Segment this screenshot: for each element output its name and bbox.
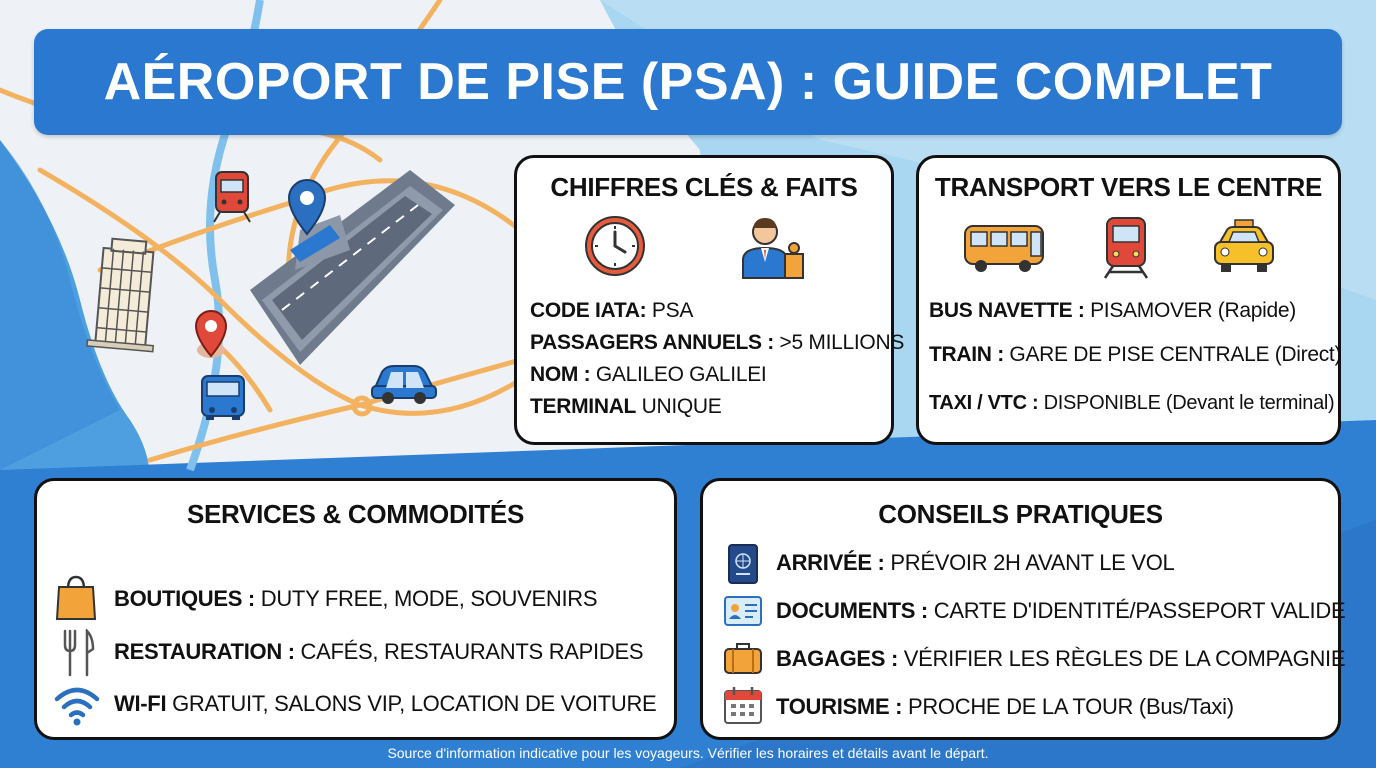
calendar-icon	[724, 687, 762, 724]
staff-icon	[742, 218, 804, 279]
shopping-bag-icon	[55, 575, 97, 620]
clock-icon	[585, 216, 645, 276]
suitcase-icon	[724, 643, 762, 674]
fact-line: CODE IATA: PSA	[530, 299, 694, 322]
transport-line: TRAIN : GARE DE PISE CENTRALE (Direct)	[929, 343, 1342, 366]
tip-line: ARRIVÉE : PRÉVOIR 2H AVANT LE VOL	[776, 550, 1175, 575]
services-title: SERVICES & COMMODITÉS	[186, 499, 525, 529]
services-card: SERVICES & COMMODITÉS BOUTIQUES : DUTY F…	[34, 478, 677, 740]
transport-title: TRANSPORT VERS LE CENTRE	[934, 172, 1323, 202]
key-facts-card: CHIFFRES CLÉS & FAITS CODE IATA: PSA PAS…	[514, 155, 904, 445]
train-icon	[1103, 217, 1149, 279]
tip-line: DOCUMENTS : CARTE D'IDENTITÉ/PASSEPORT V…	[776, 598, 1346, 623]
fact-line: TERMINAL UNIQUE	[530, 395, 722, 418]
footer-note: Source d'information indicative pour les…	[387, 745, 989, 761]
car-icon	[371, 365, 437, 404]
transport-line: BUS NAVETTE : PISAMOVER (Rapide)	[929, 299, 1296, 322]
id-card-icon	[724, 596, 762, 626]
tips-card: CONSEILS PRATIQUES ARRIVÉE : PRÉVOIR 2H …	[700, 478, 1346, 740]
fact-line: NOM : GALILEO GALILEI	[530, 363, 767, 386]
bus-icon	[201, 375, 245, 420]
bus-icon	[964, 225, 1044, 272]
tip-line: BAGAGES : VÉRIFIER LES RÈGLES DE LA COMP…	[776, 646, 1346, 671]
fact-line: PASSAGERS ANNUELS : >5 MILLIONS	[530, 331, 905, 354]
service-line: RESTAURATION : CAFÉS, RESTAURANTS RAPIDE…	[114, 639, 644, 664]
tip-line: TOURISME : PROCHE DE LA TOUR (Bus/Taxi)	[776, 694, 1234, 719]
key-facts-title: CHIFFRES CLÉS & FAITS	[550, 172, 858, 202]
transport-line: TAXI / VTC : DISPONIBLE (Devant le termi…	[929, 392, 1335, 414]
location-pin-icon	[194, 309, 228, 358]
location-pin-icon	[287, 178, 327, 236]
taxi-icon	[1214, 219, 1274, 272]
page-title: AÉROPORT DE PISE (PSA) : GUIDE COMPLET	[103, 53, 1273, 111]
wifi-icon	[54, 687, 100, 726]
service-line: WI-FI GRATUIT, SALONS VIP, LOCATION DE V…	[114, 691, 657, 716]
title-banner: AÉROPORT DE PISE (PSA) : GUIDE COMPLET	[34, 29, 1342, 135]
fork-knife-icon	[63, 629, 95, 677]
service-line: BOUTIQUES : DUTY FREE, MODE, SOUVENIRS	[114, 586, 598, 611]
leaning-tower-icon	[86, 237, 155, 353]
train-icon	[213, 171, 251, 223]
airport-runway-icon	[250, 170, 455, 365]
tips-title: CONSEILS PRATIQUES	[878, 499, 1163, 529]
transport-card: TRANSPORT VERS LE CENTRE BUS NAVETTE : P…	[916, 155, 1341, 445]
passport-icon	[728, 544, 758, 584]
